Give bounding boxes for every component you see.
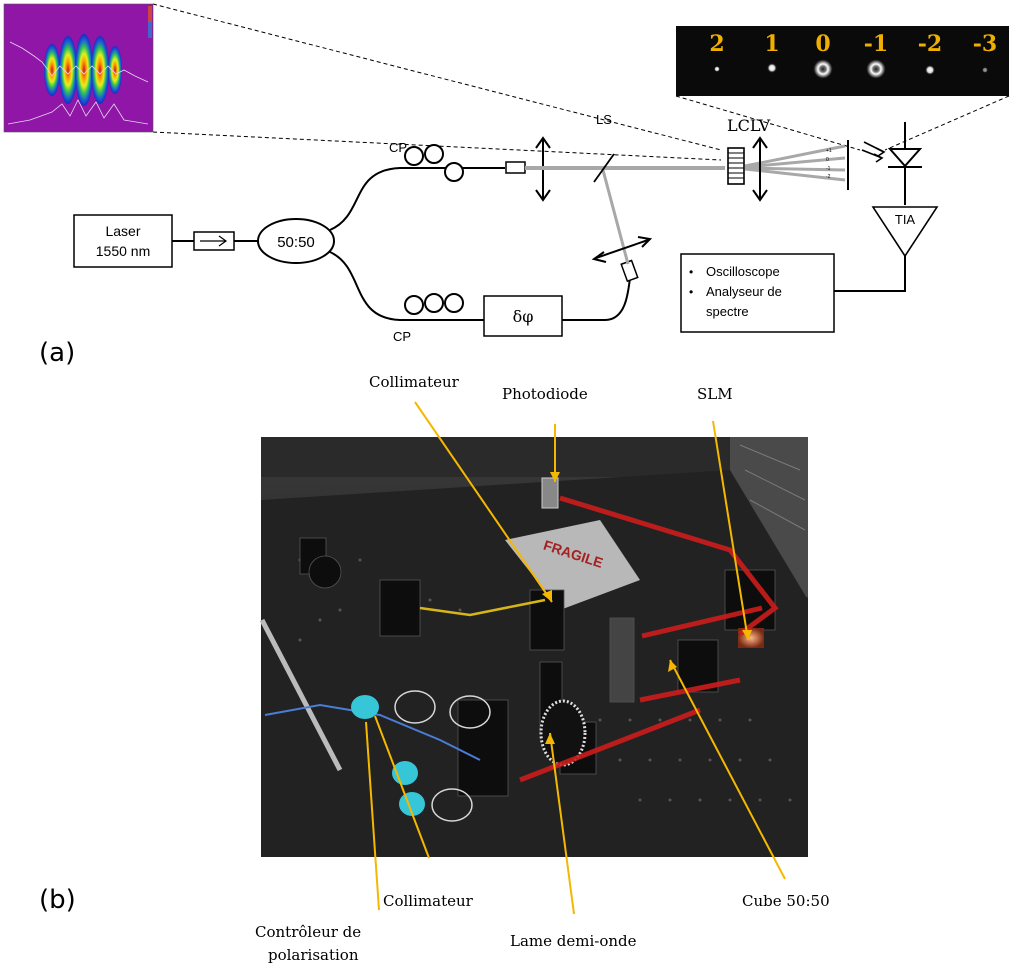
cp-top-label: CP: [389, 140, 407, 155]
order-spot: [813, 59, 833, 79]
lclv-label: LCLV: [727, 116, 771, 135]
beam-splitter: [593, 153, 615, 183]
reference-beam: [601, 169, 630, 265]
slm-label: SLM: [697, 385, 733, 403]
lens-2: [752, 136, 768, 202]
order-label: -3: [973, 31, 997, 57]
laser-label: Laser: [105, 223, 140, 239]
phase-label: δφ: [513, 307, 534, 326]
cube-label: Cube 50:50: [742, 892, 830, 910]
fiber-spools: [394, 690, 491, 822]
coupler-label: 50:50: [277, 234, 315, 251]
lame-label: Lame demi-onde: [510, 932, 637, 950]
mini-order: 0: [826, 157, 829, 163]
isolator: [193, 231, 235, 251]
panel-a-label: (a): [39, 338, 75, 368]
collimateur-bottom-label: Collimateur: [383, 892, 474, 910]
photodiode-label: Photodiode: [502, 385, 588, 403]
phase-shifter: δφ: [483, 295, 563, 337]
collimator-upper: [505, 161, 526, 174]
order-spot: [866, 59, 886, 79]
annotation-arrowheads: [542, 472, 752, 744]
oscilloscope-label: Oscilloscope: [706, 264, 780, 279]
spectrum-analyzer-label: Analyseur de: [706, 284, 782, 299]
annotation-lines: [365, 401, 786, 915]
order-label: -1: [864, 31, 888, 57]
laser-source: Laser 1550 nm: [73, 214, 173, 268]
tia-amplifier: TIA: [871, 206, 939, 258]
order-label: -2: [918, 31, 942, 57]
controller-label-2: polarisation: [268, 946, 359, 964]
lclv-modulator: [727, 147, 745, 185]
polarization-controller-lower: [404, 293, 464, 315]
fiber-blue: [264, 703, 481, 761]
fiber-yellow: [419, 598, 546, 617]
panel-b: FRAGILE: [39, 373, 830, 964]
photodiode-device: [541, 477, 559, 509]
collimator-lower: [620, 259, 639, 283]
mini-order: -1: [826, 166, 831, 172]
profile-trace: [9, 41, 149, 83]
laser-beams: [519, 495, 779, 783]
cp-bottom-label: CP: [393, 329, 411, 344]
bullet: •: [689, 285, 693, 299]
panel-b-label: (b): [39, 885, 76, 915]
controller-label: Contrôleur de: [255, 923, 361, 941]
mini-order-labels: +1 0 -1 -2: [826, 148, 832, 180]
order-label: 0: [815, 31, 830, 57]
beam-profile-inset: [3, 3, 154, 133]
signal-line: [834, 256, 906, 292]
mini-order: -2: [826, 174, 831, 180]
order-spot: [767, 63, 777, 73]
experimental-photo: FRAGILE: [259, 437, 808, 857]
fiber-lower-arm: [329, 251, 484, 321]
analyzer-box: • Oscilloscope • Analyseur de spectre: [680, 253, 835, 333]
ls-label: LS: [596, 112, 612, 127]
fiber-reference: [562, 277, 631, 321]
order-label: 2: [709, 31, 724, 57]
fiber-upper-arm: [329, 167, 505, 231]
collimateur-top-label: Collimateur: [369, 373, 460, 391]
spectrum-analyzer-label-2: spectre: [706, 304, 749, 319]
order-spot: [925, 65, 935, 75]
fragile-box: FRAGILE: [505, 520, 640, 610]
mode-lobes: [44, 34, 122, 106]
order-spot: [714, 66, 720, 72]
bullet: •: [689, 265, 693, 279]
photodiode: [861, 122, 923, 205]
fiber-coupler: 50:50: [257, 218, 335, 264]
order-spot: [982, 67, 988, 73]
laser-wavelength: 1550 nm: [96, 243, 150, 259]
adjustment-arrow: [591, 236, 653, 263]
tia-label: TIA: [895, 212, 916, 227]
order-label: 1: [764, 31, 779, 57]
profile-trace-lower: [7, 99, 149, 125]
panel-a: 2 1 0 -1 -2 -3 Laser 1550 nm: [3, 3, 1010, 368]
mini-order: +1: [826, 148, 832, 154]
diffraction-orders-inset: 2 1 0 -1 -2 -3: [676, 26, 1009, 96]
diffracted-beams: [744, 144, 846, 182]
polarization-controller-upper: [404, 144, 464, 182]
